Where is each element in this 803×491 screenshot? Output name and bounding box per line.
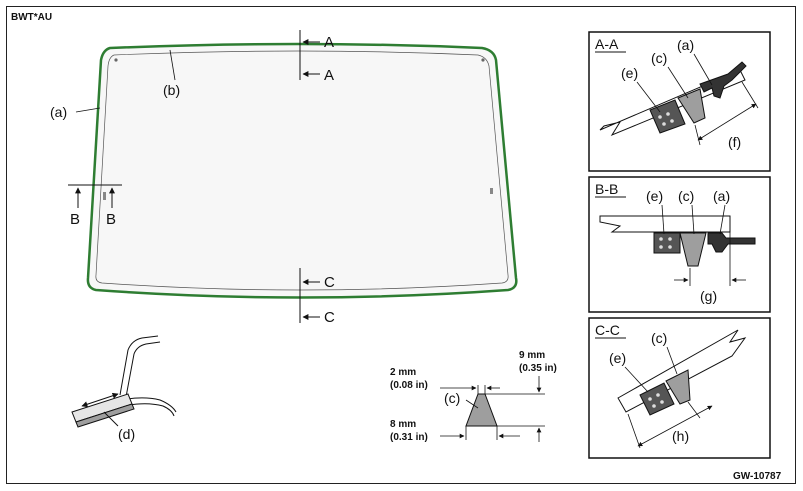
dam-profile: [440, 376, 545, 442]
dam-height-in: (0.35 in): [519, 363, 557, 374]
cut-line-b: B B: [68, 184, 122, 228]
dam-shape: [465, 393, 498, 427]
section-bb-label-e: (e): [646, 188, 663, 204]
section-bb-primer-e: [653, 232, 681, 254]
diagram-code-bottom: GW-10787: [733, 471, 782, 482]
dam-bottom-width-in: (0.31 in): [390, 432, 428, 443]
windshield-glass: [86, 42, 518, 299]
windshield-label-a: (a): [50, 104, 67, 120]
dam-top-width-mm: 2 mm: [390, 367, 416, 378]
section-aa-clip-a: [699, 61, 747, 99]
section-bb-label-a: (a): [713, 188, 730, 204]
diagram-code-top: BWT*AU: [11, 12, 52, 23]
dam-top-width-in: (0.08 in): [390, 380, 428, 391]
windshield-inner-edge: [95, 50, 509, 291]
windshield: [86, 42, 518, 299]
section-cc-label-e: (e): [609, 350, 626, 366]
section-bb-dam-c: [679, 232, 707, 267]
cut-line-a: A A: [299, 30, 334, 84]
dam-bottom-width-mm: 8 mm: [390, 419, 416, 430]
section-cc-label-h: (h): [672, 428, 689, 444]
section-cc-title: C-C: [595, 322, 620, 338]
section-cc-label-c: (c): [651, 330, 667, 346]
section-aa-label-e: (e): [621, 65, 638, 81]
section-cc-panel: C-C: [588, 317, 771, 459]
section-cc-dam-c: [665, 369, 691, 405]
cut-line-c: C C: [299, 268, 335, 326]
section-bb-label-c: (c): [678, 188, 694, 204]
section-aa-panel: A-A: [588, 31, 771, 172]
section-aa-label-c: (c): [651, 50, 667, 66]
dam-height-mm: 9 mm: [519, 350, 545, 361]
cut-a-label-top: A: [324, 34, 334, 51]
diagram-frame: [6, 6, 796, 484]
cut-a-label-bottom: A: [324, 67, 334, 84]
section-aa-primer-e: [649, 99, 686, 134]
section-bb-glass: [599, 215, 731, 233]
section-bb-label-g: (g): [700, 288, 717, 304]
windshield-label-b: (b): [163, 82, 180, 98]
section-bb-title: B-B: [595, 181, 618, 197]
section-bb-panel: B-B: [588, 176, 771, 313]
section-bb-clip-a: [707, 232, 756, 253]
cut-c-label-bottom: C: [324, 309, 335, 326]
section-aa-title: A-A: [595, 36, 619, 52]
section-aa-label-a: (a): [677, 37, 694, 53]
dam-label-c: (c): [444, 390, 460, 406]
cut-b-label-right: B: [106, 211, 116, 228]
cut-c-label-top: C: [324, 274, 335, 291]
detail-d-label: (d): [118, 426, 135, 442]
cut-b-label-left: B: [70, 211, 80, 228]
section-aa-label-f: (f): [728, 134, 741, 150]
detail-d-molding: [71, 335, 177, 428]
